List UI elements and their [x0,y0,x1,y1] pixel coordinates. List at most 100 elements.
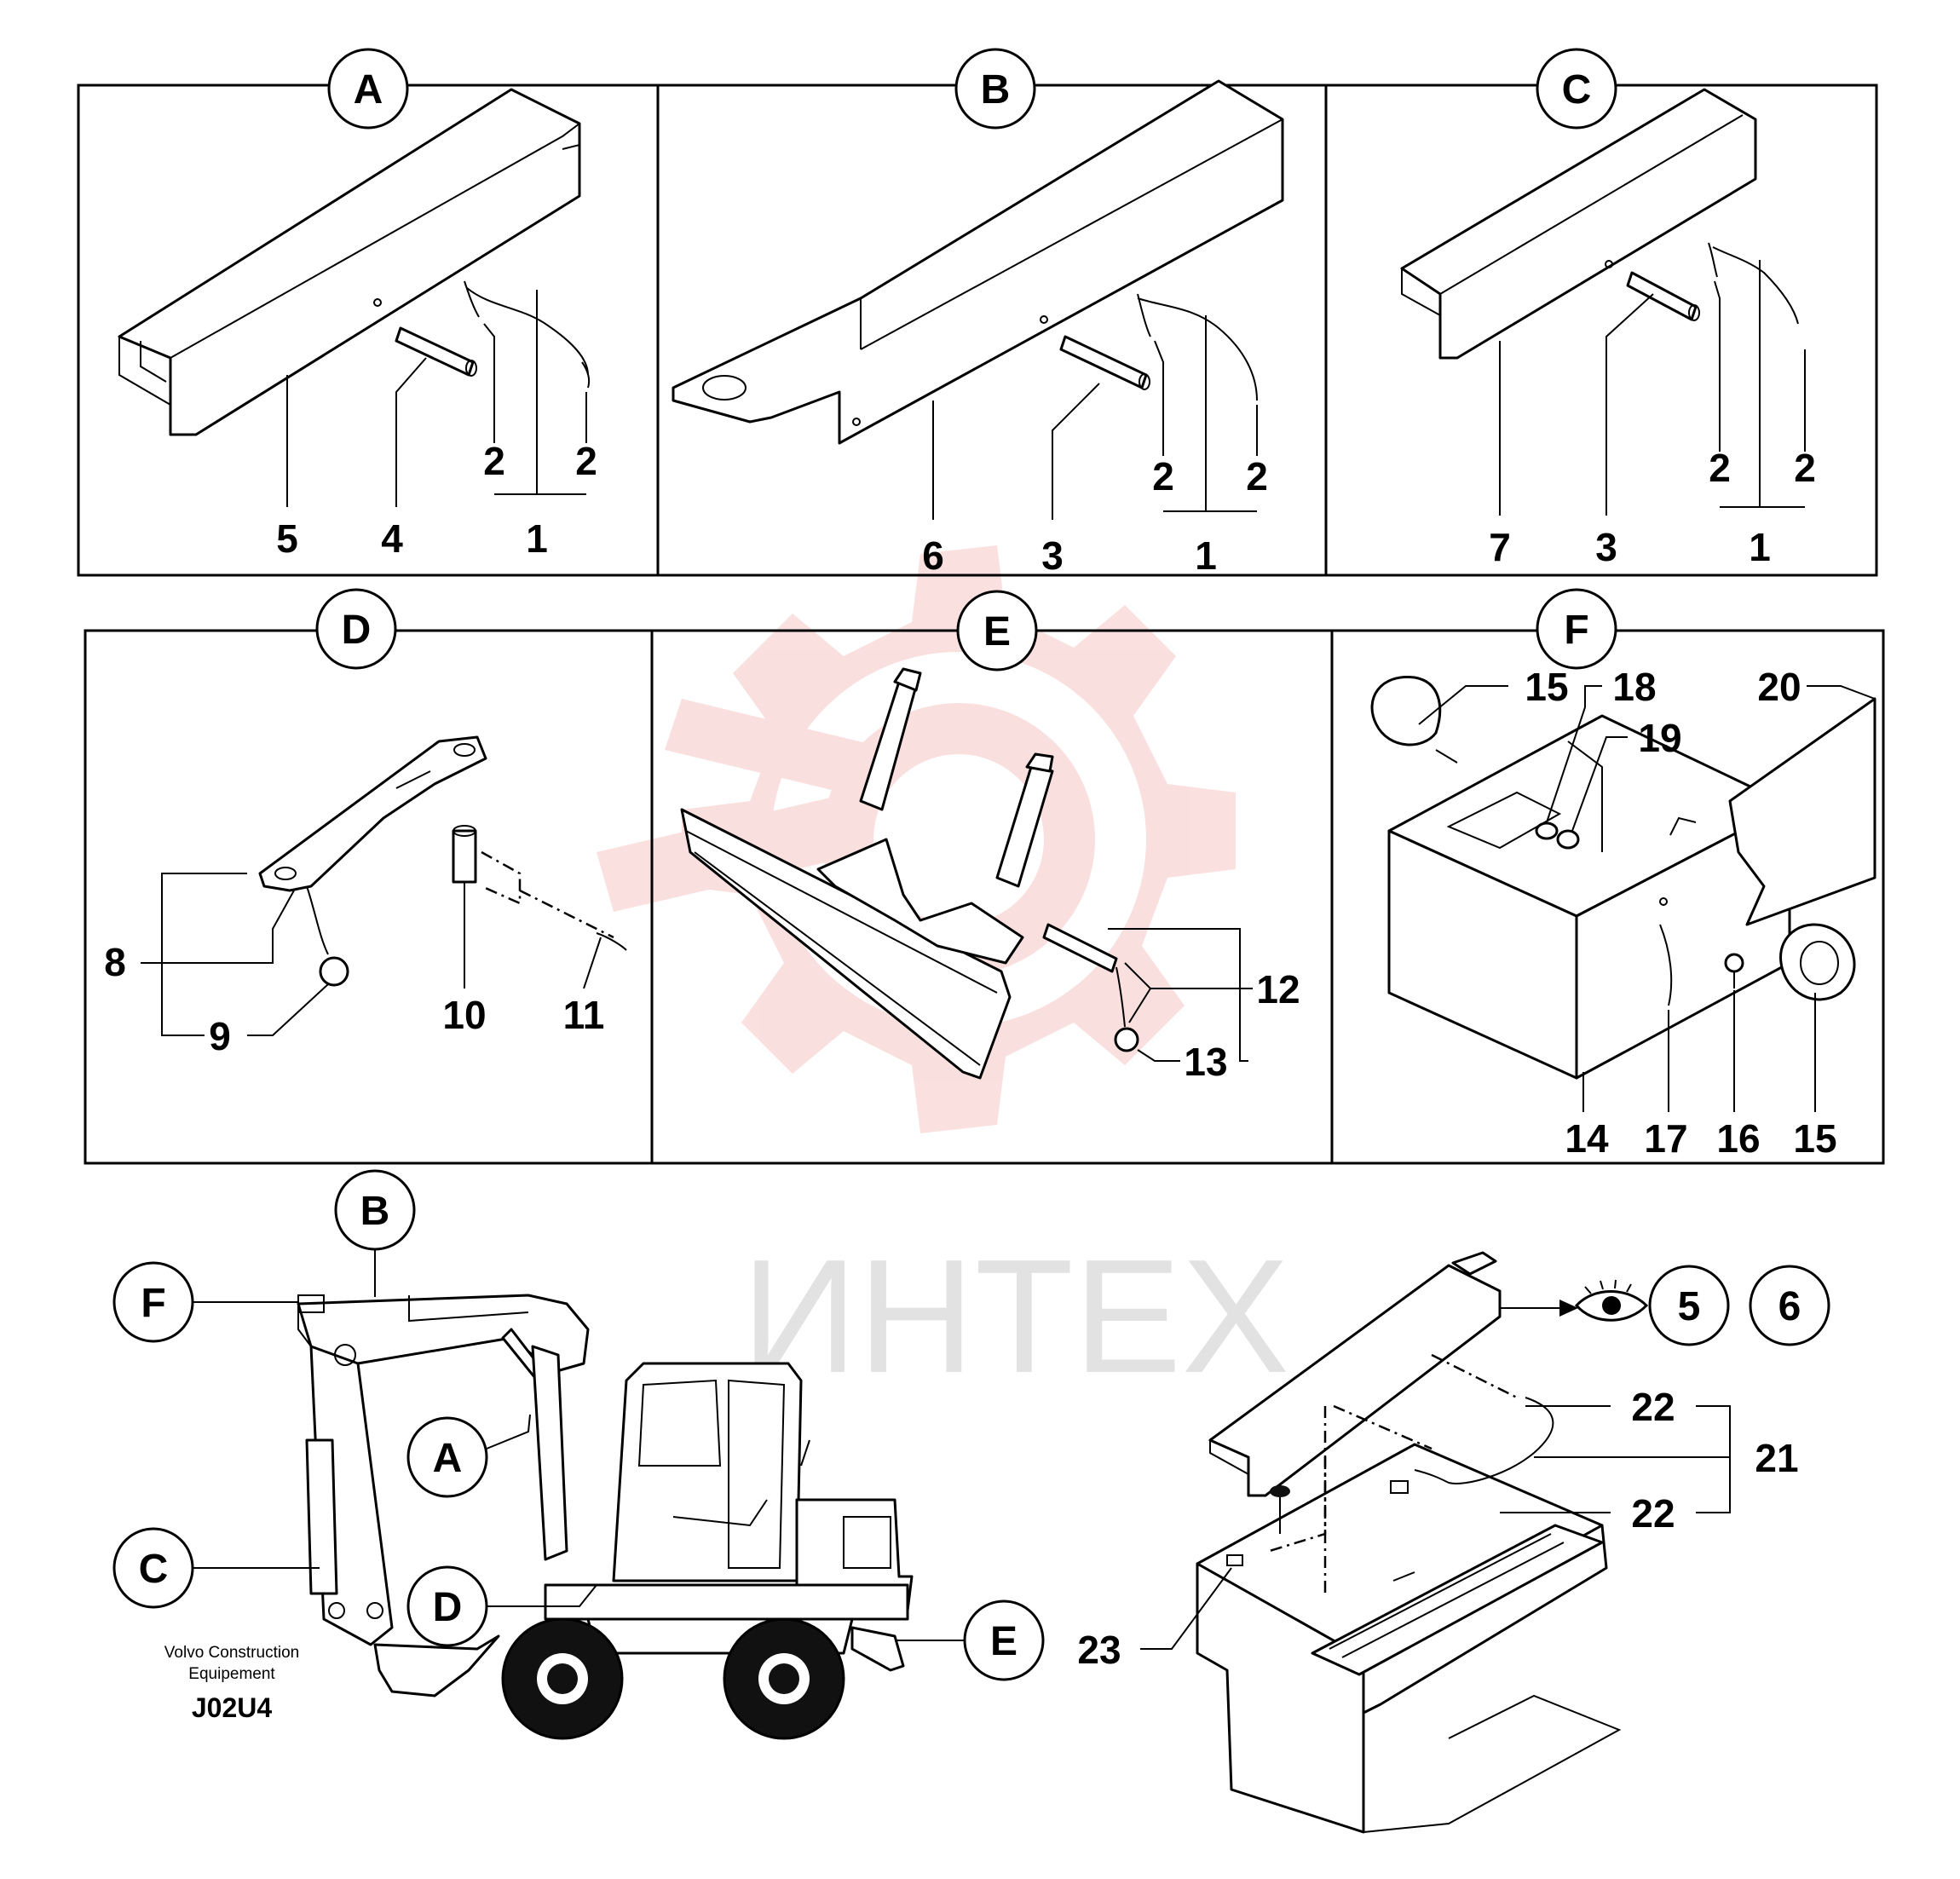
svg-text:F: F [141,1281,165,1326]
panel-F-label: F [1536,588,1617,670]
guard-beam-B [672,79,1284,445]
svg-text:D: D [433,1585,463,1630]
screw-detail [1270,1485,1290,1534]
eye-icon [1574,1279,1649,1322]
svg-text:C: C [1562,67,1592,112]
brand-line-1: Volvo Construction [164,1644,299,1662]
dozer-blade-E [680,667,1054,1080]
svg-text:E: E [983,609,1011,654]
clip-11 [596,932,627,951]
nut-19 [1556,829,1580,850]
link-bar-D [258,735,487,892]
callout-15: 15 [1793,1116,1836,1161]
callout-22: 22 [1631,1491,1675,1536]
leaders-C [1499,260,1806,516]
brand-line-2: Equipement [188,1665,275,1683]
machine-callout-A: A [406,1414,531,1498]
hose-17 [1659,924,1673,1006]
machine-callout-F: F [112,1261,298,1343]
callout-22: 22 [1631,1385,1675,1429]
panel-D-label: D [315,588,397,670]
beam-detail [1208,1251,1502,1497]
leaders-detail [1140,1405,1731,1650]
chain-clips-C [1708,242,1799,325]
ref-circle-6: 6 [1749,1265,1830,1346]
svg-text:F: F [1564,608,1588,653]
callout-21: 21 [1755,1436,1798,1480]
chain-detail [1414,1397,1554,1484]
chain-clips-B [1137,293,1258,401]
callout-3: 3 [1041,533,1064,578]
svg-text:E: E [990,1619,1017,1664]
dash-D2 [519,889,614,939]
chain-clips-A [464,280,591,389]
leaders-B [932,315,1258,520]
callout-2: 2 [1152,454,1174,499]
lock-pin-D [306,885,349,987]
callout-9: 9 [209,1014,231,1058]
callout-16: 16 [1716,1116,1760,1161]
panel-B-label: B [954,48,1036,130]
counterweight-box-F [1387,714,1791,1080]
callout-2: 2 [1709,446,1731,490]
callout-5: 5 [276,516,298,561]
callout-2: 2 [1794,446,1816,490]
callout-13: 13 [1184,1040,1227,1084]
callout-15: 15 [1525,665,1568,709]
guard-beam-A [118,88,581,436]
callout-20: 20 [1757,665,1801,709]
machine-callout-E: E [895,1599,1045,1681]
machine-callout-D: D [406,1565,597,1647]
drawing-code: J02U4 [192,1692,273,1723]
knob-15 [1370,675,1458,764]
pin-10 [452,825,477,884]
guard-beam-C [1400,88,1757,360]
callout-3: 3 [1595,525,1617,569]
eyebolt-16 [1724,953,1744,988]
frame-detail [1196,1443,1622,1834]
panel-C-label: C [1536,48,1617,130]
svg-text:6: 6 [1778,1284,1801,1329]
callout-1: 1 [1195,533,1217,578]
pin-12 [1042,923,1139,1052]
callout-8: 8 [104,940,126,984]
callout-10: 10 [442,993,486,1037]
svg-text:A: A [354,67,383,112]
leaders-F [1418,685,1876,1112]
dash-detail-1 [1431,1353,1518,1399]
reference-arrow [1500,1300,1578,1317]
pin-C [1626,271,1700,321]
callout-17: 17 [1644,1116,1687,1161]
machine-callout-B: B [334,1169,416,1297]
leaders-D [141,873,602,1036]
callout-2: 2 [1246,454,1268,499]
pin-B [1059,335,1150,390]
callout-7: 7 [1489,525,1511,569]
callout-14: 14 [1565,1116,1609,1161]
washer-18 [1535,821,1559,840]
knob-15b [1779,923,1856,1001]
callout-23: 23 [1077,1628,1121,1672]
leaders-A [286,290,587,507]
panel-A-label: A [327,48,409,130]
callout-12: 12 [1256,967,1300,1012]
dash-D [481,850,522,905]
callout-1: 1 [526,516,548,561]
watermark-text: ИНТЕХ [741,1226,1289,1407]
svg-text:A: A [433,1436,463,1481]
dash-detail-3 [1333,1404,1433,1450]
callout-2: 2 [483,439,505,483]
callout-11: 11 [563,993,605,1037]
machine-callout-C: C [112,1527,320,1609]
panel-E-label: E [956,590,1038,671]
callout-2: 2 [575,439,597,483]
svg-text:B: B [981,67,1011,112]
callout-19: 19 [1638,716,1681,760]
callout-18: 18 [1612,665,1656,709]
svg-text:C: C [139,1547,169,1592]
excavator [297,1294,914,1740]
svg-text:5: 5 [1678,1284,1701,1329]
callout-6: 6 [922,533,944,578]
svg-text:D: D [342,608,372,653]
